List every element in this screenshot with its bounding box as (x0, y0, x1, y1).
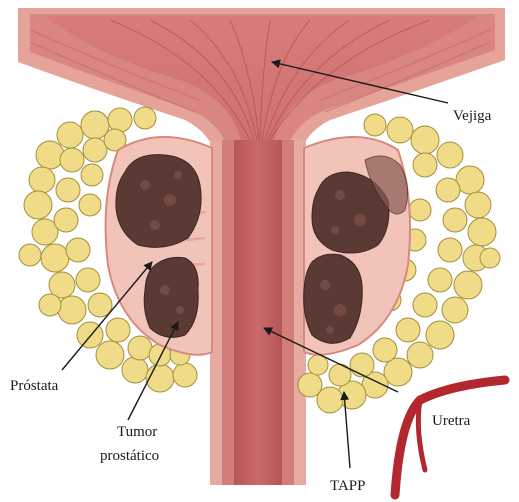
urethra-channel (210, 140, 306, 485)
label-tumor-line1: Tumor (117, 424, 157, 440)
vessel-branch (418, 400, 425, 470)
tumor-left-lower (144, 257, 198, 337)
label-uretra: Uretra (432, 413, 471, 429)
label-tapp: TAPP (330, 478, 365, 494)
vessel-main (395, 380, 505, 495)
label-vejiga: Vejiga (453, 108, 492, 124)
label-prostata: Próstata (10, 378, 59, 394)
blood-vessel (395, 380, 505, 495)
label-tumor-line2: prostático (100, 448, 159, 464)
urethra-lumen (234, 140, 282, 485)
tumor-left-upper (116, 155, 201, 248)
